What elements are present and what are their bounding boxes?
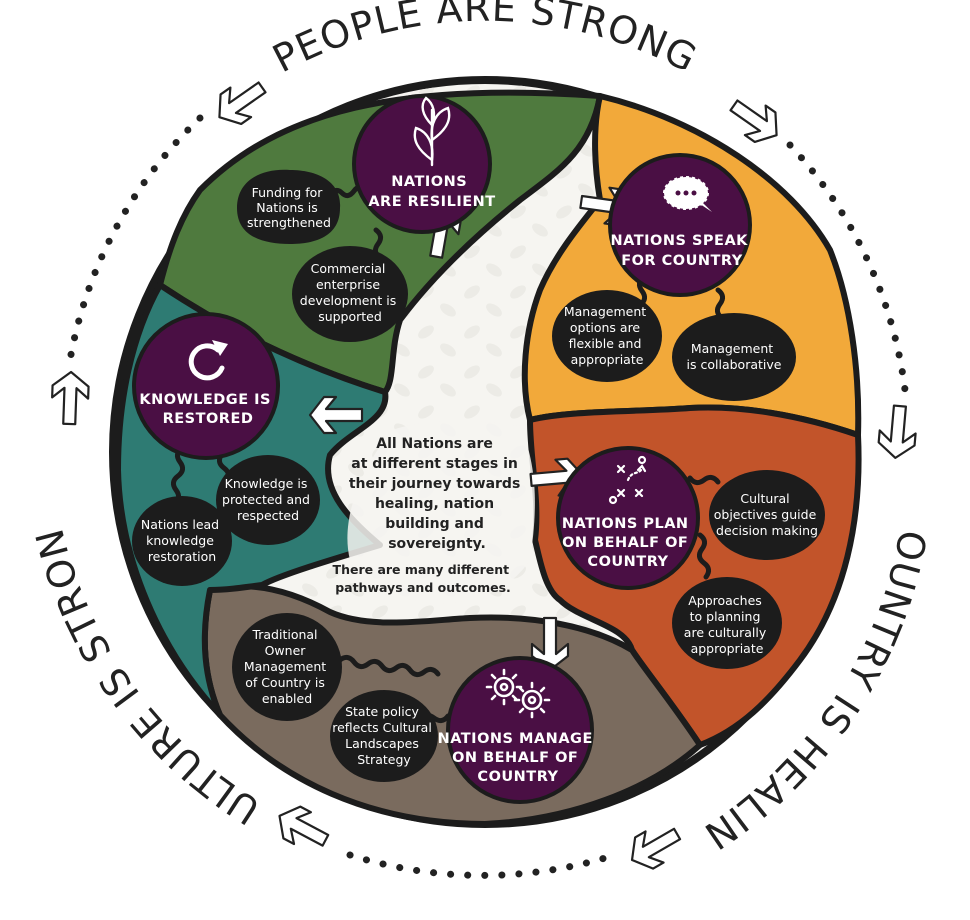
speech-bubble-icon [663, 176, 712, 212]
cycle-dots-top-left [66, 114, 204, 364]
cycle-dots-bottom [346, 851, 609, 879]
support-nations-lead: Nations lead knowledge restoration [132, 496, 232, 586]
flow-arrow-to-restored [308, 395, 364, 435]
support-protected: Knowledge is protected and respected [216, 455, 320, 545]
cycle-dots-top-right [786, 141, 909, 394]
leaf-icon [413, 96, 451, 167]
outcome-plan-title: NATIONS PLAN ON BEHALF OF COUNTRY [562, 516, 694, 570]
support-nations-lead-text: Nations lead knowledge restoration [141, 517, 223, 564]
outcome-resilient-title: NATIONS ARE RESILIENT [368, 174, 495, 210]
outcome-restored-title: KNOWLEDGE IS RESTORED [139, 392, 276, 427]
cycle-arrow-right [877, 404, 917, 459]
cycle-arrow-left [51, 370, 90, 426]
strategy-plan-icon [608, 455, 647, 505]
support-mgmt-collab: Management is collaborative [672, 313, 796, 401]
support-cultural-obj-text: Cultural objectives guide decision makin… [714, 491, 821, 538]
cycle-arrow-bottom-left [278, 805, 330, 847]
support-commercial: Commercial enterprise development is sup… [292, 246, 408, 342]
support-state-policy-text: State policy reflects Cultural Landscape… [332, 704, 436, 767]
connector-mgmt-collab [714, 287, 726, 321]
outcome-manage-title: NATIONS MANAGE ON BEHALF OF COUNTRY [438, 731, 599, 785]
outcome-plan: NATIONS PLAN ON BEHALF OF COUNTRY [556, 446, 700, 590]
cycle-arrow-bottom-right [630, 827, 682, 870]
cycle-arrow-top-right [729, 99, 778, 144]
support-state-policy: State policy reflects Cultural Landscape… [330, 690, 438, 782]
support-cultural-obj: Cultural objectives guide decision makin… [709, 470, 825, 560]
connector-approaches [696, 532, 712, 580]
outcome-manage: NATIONS MANAGE ON BEHALF OF COUNTRY [438, 656, 599, 804]
support-protected-text: Knowledge is protected and respected [222, 476, 314, 523]
support-funding: Funding for Nations is strengthened [237, 169, 341, 244]
arc-label-top: PEOPLE ARE STRONG [266, 0, 705, 81]
support-traditional-text: Traditional Owner Management of Country … [244, 627, 330, 706]
outcome-speak: NATIONS SPEAK FOR COUNTRY [608, 153, 754, 297]
outcome-speak-title: NATIONS SPEAK FOR COUNTRY [611, 233, 754, 269]
support-mgmt-collab-text: Management is collaborative [687, 341, 782, 372]
connector-nations-lead [170, 445, 186, 507]
connector-cultural-obj [687, 474, 721, 486]
support-funding-text: Funding for Nations is strengthened [247, 185, 331, 230]
support-mgmt-options: Management options are flexible and appr… [552, 290, 662, 382]
gears-icon [485, 668, 551, 719]
support-commercial-text: Commercial enterprise development is sup… [300, 261, 400, 324]
outcome-resilient: NATIONS ARE RESILIENT [352, 94, 495, 234]
connector-traditional [337, 654, 441, 678]
cycle-arrow-top-left [218, 81, 267, 126]
center-subnote: There are many different pathways and ou… [333, 562, 514, 595]
support-mgmt-options-text: Management options are flexible and appr… [564, 304, 650, 367]
support-approaches-text: Approaches to planning are culturally ap… [684, 593, 770, 656]
support-approaches: Approaches to planning are culturally ap… [672, 577, 782, 669]
center-statement: All Nations are at different stages in t… [349, 436, 525, 552]
outcome-restored: KNOWLEDGE IS RESTORED [132, 312, 280, 460]
refresh-icon [188, 340, 228, 381]
support-traditional: Traditional Owner Management of Country … [232, 613, 342, 721]
center-area [347, 421, 535, 604]
